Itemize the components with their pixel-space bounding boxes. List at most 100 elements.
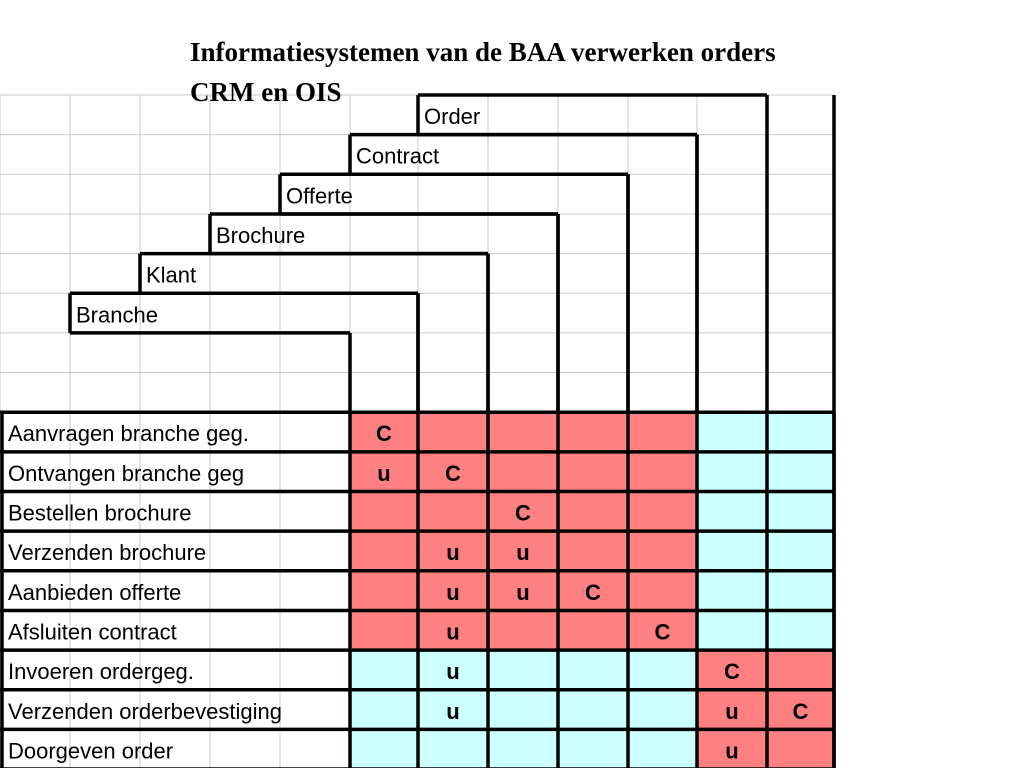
matrix-cell-fill bbox=[418, 412, 488, 452]
matrix-cell-fill bbox=[697, 531, 767, 571]
matrix-cell-mark: u bbox=[377, 461, 390, 486]
matrix-cell-fill bbox=[628, 650, 697, 690]
matrix-cell-fill bbox=[697, 729, 767, 768]
entity-label-contract: Contract bbox=[356, 144, 439, 169]
process-label: Ontvangen branche geg bbox=[8, 461, 244, 486]
matrix-cell-fill bbox=[488, 531, 558, 571]
matrix-cell-fill bbox=[418, 650, 488, 690]
matrix-cell-fill bbox=[418, 729, 488, 768]
matrix-cell-fill bbox=[558, 689, 628, 730]
entity-label-order: Order bbox=[424, 104, 480, 129]
matrix-cell-fill bbox=[558, 491, 628, 532]
matrix-cell-fill bbox=[767, 570, 834, 611]
matrix-cell-fill bbox=[628, 491, 697, 532]
matrix-cell-fill bbox=[418, 491, 488, 532]
matrix-cell-fill bbox=[697, 570, 767, 611]
matrix-cell-fill bbox=[418, 531, 488, 571]
process-label: Aanvragen branche geg. bbox=[8, 421, 249, 446]
matrix-cell-fills bbox=[350, 412, 834, 768]
matrix-cell-fill bbox=[628, 570, 697, 611]
matrix-cell-fill bbox=[418, 610, 488, 651]
matrix-cell-fill bbox=[488, 412, 558, 452]
matrix-cell-fill bbox=[350, 650, 418, 690]
matrix-cell-fill bbox=[628, 689, 697, 730]
process-label: Doorgeven order bbox=[8, 738, 173, 763]
process-label: Bestellen brochure bbox=[8, 501, 191, 526]
entity-label-brochure: Brochure bbox=[216, 223, 305, 248]
matrix-cell-fill bbox=[767, 729, 834, 768]
matrix-cell-mark: u bbox=[446, 619, 459, 644]
matrix-cell-fill bbox=[558, 451, 628, 492]
matrix-cell-fill bbox=[697, 610, 767, 651]
matrix-cell-fill bbox=[697, 650, 767, 690]
matrix-cell-fill bbox=[767, 650, 834, 690]
matrix-cell-fill bbox=[558, 729, 628, 768]
matrix-cell-fill bbox=[350, 531, 418, 571]
matrix-cell-fill bbox=[350, 610, 418, 651]
entity-label-offerte: Offerte bbox=[286, 183, 353, 208]
matrix-cell-fill bbox=[628, 610, 697, 651]
process-label: Invoeren ordergeg. bbox=[8, 659, 194, 684]
matrix-cell-mark: C bbox=[515, 501, 531, 526]
matrix-cell-fill bbox=[350, 570, 418, 611]
matrix-cell-fill bbox=[628, 451, 697, 492]
matrix-cell-fill bbox=[488, 650, 558, 690]
matrix-cell-fill bbox=[488, 491, 558, 532]
matrix-cell-fill bbox=[418, 689, 488, 730]
slide-title: Informatiesystemen van de BAA verwerken … bbox=[190, 32, 1010, 112]
matrix-cell-fill bbox=[488, 451, 558, 492]
matrix-cell-fill bbox=[697, 412, 767, 452]
matrix-borders bbox=[0, 93, 836, 768]
matrix-cell-mark: u bbox=[446, 580, 459, 605]
matrix-cell-fill bbox=[558, 412, 628, 452]
process-label: Afsluiten contract bbox=[8, 619, 177, 644]
matrix-cell-mark: C bbox=[724, 659, 740, 684]
matrix-cell-fill bbox=[558, 610, 628, 651]
matrix-cell-mark: u bbox=[446, 540, 459, 565]
process-label: Aanbieden offerte bbox=[8, 580, 181, 605]
matrix-cell-fill bbox=[628, 412, 697, 452]
matrix-cell-fill bbox=[697, 451, 767, 492]
matrix-cell-fill bbox=[558, 531, 628, 571]
matrix-cell-fill bbox=[767, 610, 834, 651]
process-label: Verzenden orderbevestiging bbox=[8, 699, 282, 724]
matrix-cell-fill bbox=[558, 650, 628, 690]
slide-title-line-1: Informatiesystemen van de BAA verwerken … bbox=[190, 37, 776, 67]
matrix-cell-mark: C bbox=[655, 619, 671, 644]
matrix-cell-fill bbox=[628, 729, 697, 768]
entity-label-klant: Klant bbox=[146, 263, 196, 288]
matrix-cell-fill bbox=[350, 729, 418, 768]
process-label: Verzenden brochure bbox=[8, 540, 206, 565]
matrix-cell-mark: C bbox=[585, 580, 601, 605]
matrix-cell-mark: u bbox=[516, 580, 529, 605]
matrix-cell-fill bbox=[767, 491, 834, 532]
matrix-cell-fill bbox=[350, 689, 418, 730]
matrix-cell-fill bbox=[558, 570, 628, 611]
matrix-cell-fill bbox=[418, 451, 488, 492]
matrix-cell-fill bbox=[488, 689, 558, 730]
matrix-cell-fill bbox=[697, 689, 767, 730]
matrix-cell-fill bbox=[350, 412, 418, 452]
matrix-cell-mark: u bbox=[446, 699, 459, 724]
matrix-cell-mark: u bbox=[725, 738, 738, 763]
slide-title-line-2: CRM en OIS bbox=[190, 77, 342, 107]
matrix-cell-mark: C bbox=[376, 421, 392, 446]
matrix-cell-fill bbox=[418, 570, 488, 611]
matrix-cell-fill bbox=[767, 412, 834, 452]
matrix-cell-fill bbox=[628, 531, 697, 571]
matrix-cell-mark: C bbox=[793, 699, 809, 724]
matrix-cell-mark: u bbox=[725, 699, 738, 724]
matrix-cell-fill bbox=[767, 689, 834, 730]
matrix-cell-mark: u bbox=[516, 540, 529, 565]
matrix-cell-fill bbox=[488, 729, 558, 768]
entity-label-branche: Branche bbox=[76, 302, 158, 327]
matrix-cell-fill bbox=[697, 491, 767, 532]
matrix-cell-fill bbox=[488, 610, 558, 651]
matrix-cell-fill bbox=[767, 531, 834, 571]
matrix-cell-mark: u bbox=[446, 659, 459, 684]
matrix-cell-fill bbox=[767, 451, 834, 492]
matrix-cell-mark: C bbox=[445, 461, 461, 486]
matrix-cell-fill bbox=[350, 451, 418, 492]
